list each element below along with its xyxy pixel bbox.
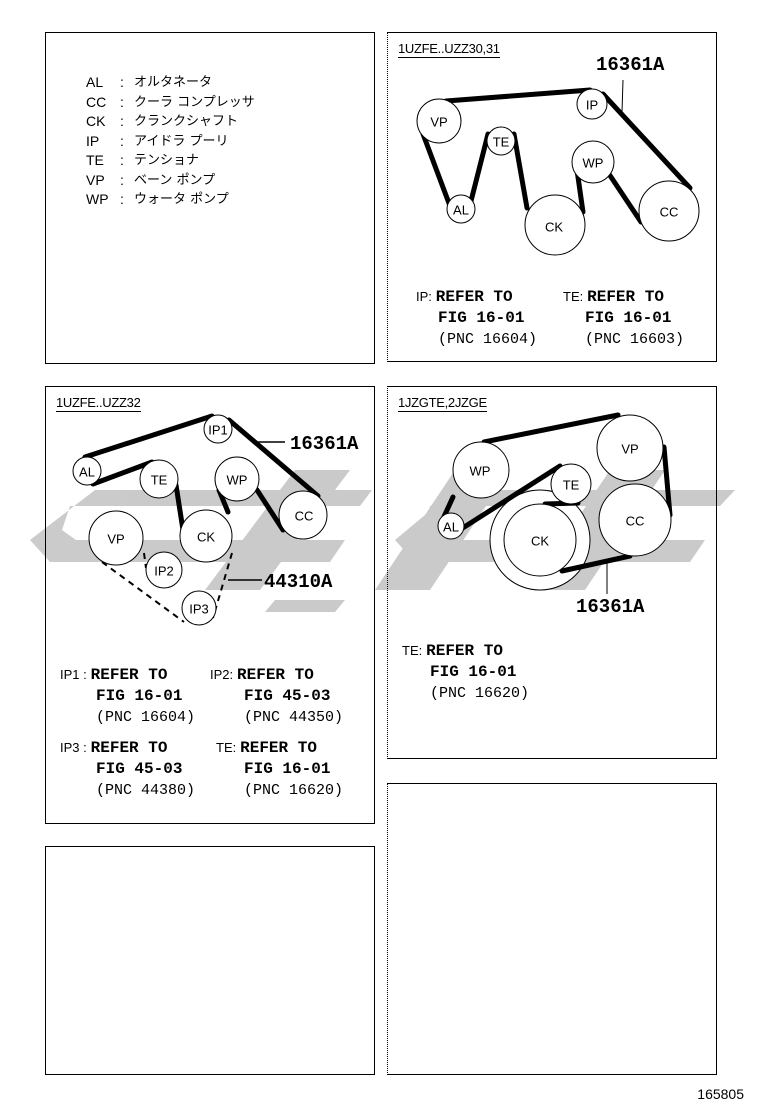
pulley-label-ck: CK [531, 534, 549, 549]
pulley-label-ip2: IP2 [154, 564, 174, 579]
empty-panel-right [387, 783, 717, 1075]
empty-panel-left [45, 846, 375, 1075]
legend-item-name: テンショナ [134, 153, 200, 168]
legend-item: IP:アイドラ プーリ [86, 132, 255, 152]
legend-item-name: クーラ コンプレッサ [134, 94, 255, 110]
pulley-label-wp: WP [583, 156, 604, 171]
pulley-label-te: TE [151, 473, 168, 488]
pulley-label-te: TE [563, 478, 580, 493]
legend-item-name: アイドラ プーリ [134, 133, 229, 149]
belt-routing-uzz32: IP1 AL TE WP CC VP CK IP2 IP3 16361A 443… [72, 413, 359, 626]
ref-note: TE: REFER TO FIG 16-01 (PNC 16620) [216, 739, 344, 799]
pulley-label-wp: WP [227, 473, 248, 488]
pulley-label-cc: CC [295, 509, 314, 524]
pulley-label-te: TE [493, 135, 510, 150]
pulley-label-cc: CC [626, 514, 645, 529]
legend-item: WP:ウォータ ポンプ [86, 190, 255, 210]
ref-note: IP: REFER TO FIG 16-01 (PNC 16604) [416, 288, 538, 348]
belt-part-number: 16361A [596, 54, 665, 76]
legend-item: CK:クランクシャフト [86, 112, 255, 132]
pulley-label-ip: IP [586, 98, 598, 113]
pulley-label-al: AL [443, 520, 459, 535]
pulley-label-vp: VP [621, 442, 638, 457]
pulley-label-vp: VP [107, 532, 124, 547]
belt-routing-jzgte: WP VP TE AL CK CC 16361A [437, 412, 673, 618]
pulley-label-ip1: IP1 [208, 423, 228, 438]
legend-item-name: クランクシャフト [134, 114, 239, 129]
legend-item-name: ウォータ ポンプ [134, 192, 229, 207]
legend-item-name: ベーン ポンプ [134, 172, 216, 188]
ref-note: IP1 : REFER TO FIG 16-01 (PNC 16604) [60, 666, 196, 726]
figure-number: 165805 [697, 1086, 744, 1102]
ref-note: TE: REFER TO FIG 16-01 (PNC 16620) [402, 642, 530, 702]
panel-uzz30: 1UZFE..UZZ30,31 IP: REFER TO FIG 16-01 (… [387, 32, 717, 362]
pulley-label-ck: CK [197, 530, 215, 545]
legend-item: TE:テンショナ [86, 151, 255, 171]
ref-note: TE: REFER TO FIG 16-01 (PNC 16603) [563, 288, 685, 348]
panel-jzgte: 1JZGTE,2JZGE TE: REFER TO FIG 16-01 (PNC… [387, 386, 717, 759]
panel-title: 1UZFE..UZZ32 [56, 395, 141, 412]
legend-item-name: オルタネータ [134, 75, 213, 90]
belt-part-number: 16361A [290, 433, 359, 455]
pulley-label-ip3: IP3 [189, 602, 209, 617]
panel-uzz32: 1UZFE..UZZ32 IP1 : REFER TO FIG 16-01 (P… [45, 386, 375, 824]
belt-part-number: 16361A [576, 596, 645, 618]
pulley-label-cc: CC [660, 205, 679, 220]
pulley-label-al: AL [79, 465, 95, 480]
legend-panel: AL:オルタネータ CC:クーラ コンプレッサ CK:クランクシャフト IP:ア… [45, 32, 375, 364]
ref-note: IP3 : REFER TO FIG 45-03 (PNC 44380) [60, 739, 196, 799]
panel-title: 1UZFE..UZZ30,31 [398, 41, 500, 58]
belt-routing-uzz30: VP IP TE AL CK WP CC 16361A [416, 54, 700, 256]
legend-item: AL:オルタネータ [86, 73, 255, 93]
ref-note: IP2: REFER TO FIG 45-03 (PNC 44350) [210, 666, 344, 726]
legend-item: CC:クーラ コンプレッサ [86, 93, 255, 113]
pulley-label-ck: CK [545, 220, 563, 235]
panel-title: 1JZGTE,2JZGE [398, 395, 487, 412]
pulley-legend: AL:オルタネータ CC:クーラ コンプレッサ CK:クランクシャフト IP:ア… [86, 73, 255, 210]
belt2-part-number: 44310A [264, 571, 333, 593]
pulley-label-wp: WP [470, 464, 491, 479]
pulley-label-vp: VP [430, 115, 447, 130]
pulley-label-al: AL [453, 203, 469, 218]
legend-item: VP:ベーン ポンプ [86, 171, 255, 191]
